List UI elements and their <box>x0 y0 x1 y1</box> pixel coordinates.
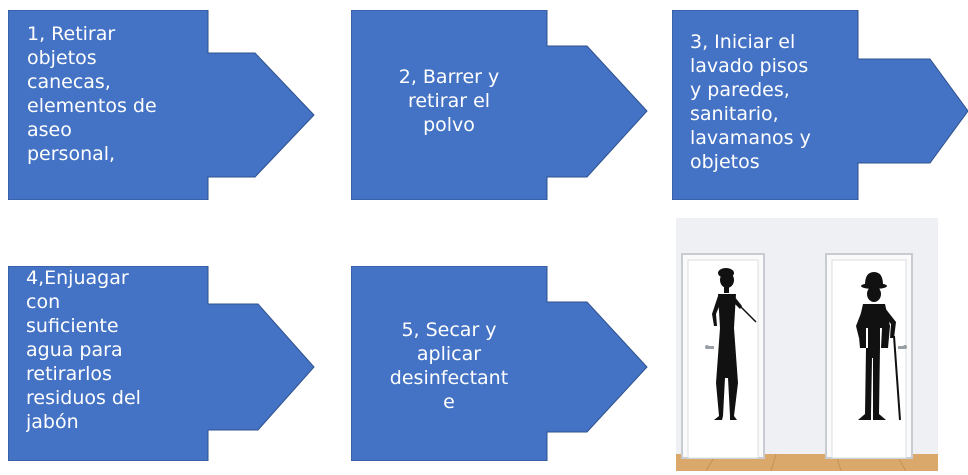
arrow-shape <box>8 266 315 461</box>
woman-silhouette <box>712 268 757 420</box>
restroom-doors-illustration <box>676 218 938 472</box>
step-5-text: 5, Secar y aplicar desinfectant e <box>389 319 509 413</box>
step-3-arrow: 3, Iniciar el lavado pisos y paredes, sa… <box>672 10 968 200</box>
step-1-arrow: 1, Retirar objetos canecas, elementos de… <box>8 10 316 200</box>
arrow-shape <box>351 266 648 461</box>
step-4-text: 4,Enjuagar con suficiente agua para reti… <box>26 267 141 433</box>
step-2-arrow: 2, Barrer y retirar el polvo <box>351 10 649 200</box>
step-1-text: 1, Retirar objetos canecas, elementos de… <box>27 23 157 165</box>
arrow-shape <box>672 10 968 200</box>
restroom-doors-icon <box>676 218 938 472</box>
man-silhouette <box>856 272 901 421</box>
arrow-shape <box>351 10 648 200</box>
arrow-shape <box>8 10 315 200</box>
step-3-text: 3, Iniciar el lavado pisos y paredes, sa… <box>690 31 811 173</box>
step-4-arrow: 4,Enjuagar con suficiente agua para reti… <box>8 266 316 461</box>
step-2-text: 2, Barrer y retirar el polvo <box>398 66 500 136</box>
step-5-arrow: 5, Secar y aplicar desinfectant e <box>351 266 649 461</box>
